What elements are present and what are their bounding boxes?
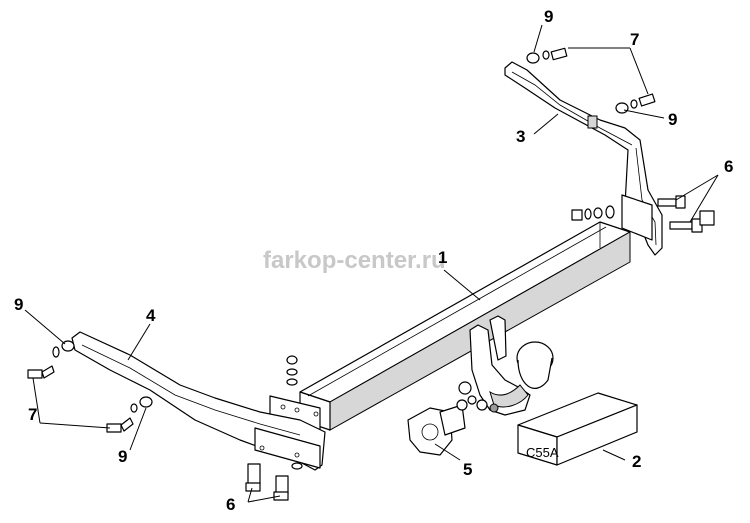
fasteners-left xyxy=(27,340,303,501)
callout-9-left-bottom: 9 xyxy=(118,447,127,466)
callout-1-tow-bar: 1 xyxy=(438,248,447,267)
callout-5-socket-plate: 5 xyxy=(463,460,472,479)
callout-2-box: 2 xyxy=(632,452,641,471)
bracket-right xyxy=(504,61,663,256)
callout-9-top: 9 xyxy=(544,7,553,26)
callout-6-right: 6 xyxy=(724,157,733,176)
callout-7-top: 7 xyxy=(630,30,639,49)
socket-plate xyxy=(407,395,477,456)
leader-lines xyxy=(24,24,719,503)
callout-4-bracket-left: 4 xyxy=(146,306,156,325)
box-code-label: C55A xyxy=(526,445,559,460)
bracket-left xyxy=(71,331,326,471)
ball-mount xyxy=(458,315,554,416)
packing-box: C55A xyxy=(517,392,638,466)
fasteners-right xyxy=(571,195,715,233)
watermark: farkop-center.ru xyxy=(263,247,446,274)
callout-9-left-top: 9 xyxy=(14,295,23,314)
fasteners-top xyxy=(526,47,656,114)
callout-9-top-right: 9 xyxy=(668,110,677,129)
callout-3-bracket-right: 3 xyxy=(516,127,525,146)
callout-7-left: 7 xyxy=(28,405,37,424)
callout-6-left: 6 xyxy=(226,495,235,514)
